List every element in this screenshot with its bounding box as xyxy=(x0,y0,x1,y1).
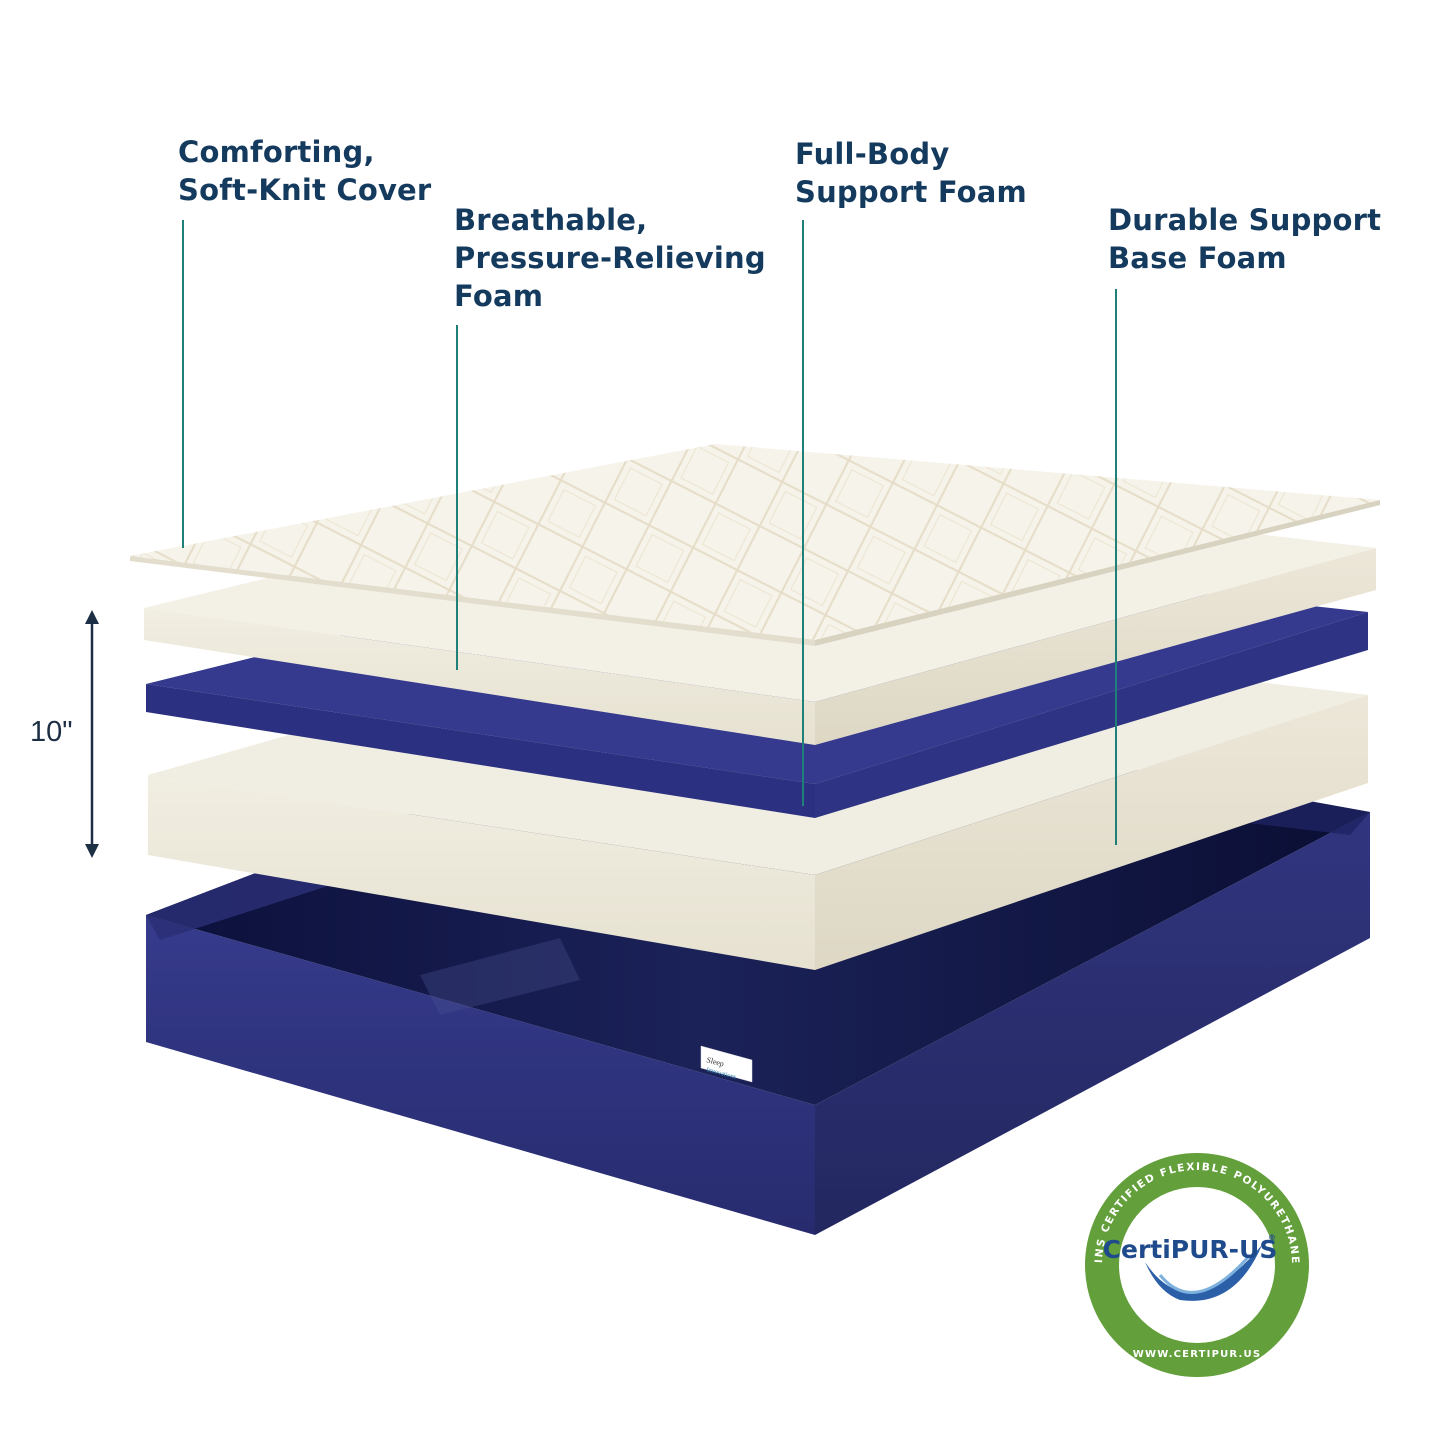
height-dimension-arrow xyxy=(85,610,99,858)
support-foam-front xyxy=(146,684,815,818)
base-cover-inner-highlight xyxy=(420,938,580,1015)
arrow-down-head xyxy=(85,844,99,858)
leader-lines xyxy=(182,220,1117,845)
knit-cover-edge-right xyxy=(815,500,1380,646)
callout-comfort-line2: Pressure-Relieving xyxy=(454,241,766,275)
callout-pressure-relieving-foam: Breathable, Pressure-Relieving Foam xyxy=(454,201,766,315)
comfort-foam-right xyxy=(815,548,1376,745)
height-label: 10" xyxy=(30,716,73,748)
cert-swoosh xyxy=(1145,1245,1262,1301)
cert-brand-name: CertiPUR-US xyxy=(1103,1235,1278,1264)
cert-registered-mark: ® xyxy=(1268,1233,1276,1242)
callout-support-line2: Support Foam xyxy=(795,175,1027,209)
knit-cover-layer xyxy=(130,444,1380,646)
knit-cover-edge xyxy=(130,556,815,646)
callout-base-line2: Base Foam xyxy=(1108,241,1287,275)
callout-soft-knit-cover: Comforting, Soft-Knit Cover xyxy=(178,133,431,209)
support-foam-right xyxy=(815,612,1368,818)
arrow-up-head xyxy=(85,610,99,624)
cert-website: WWW.CERTIPUR.US xyxy=(1133,1349,1262,1360)
base-cover-front xyxy=(146,915,815,1235)
base-foam-right xyxy=(815,695,1368,970)
knit-cover-top xyxy=(130,444,1380,640)
callout-support-line1: Full-Body xyxy=(795,137,950,171)
base-foam-front xyxy=(148,775,815,970)
comfort-foam-front xyxy=(144,608,815,745)
callout-base-line1: Durable Support xyxy=(1108,203,1382,237)
callout-durable-base-foam: Durable Support Base Foam xyxy=(1108,201,1381,277)
base-cover-right xyxy=(815,812,1370,1235)
callout-cover-line2: Soft-Knit Cover xyxy=(178,173,432,207)
callout-comfort-line3: Foam xyxy=(454,279,544,313)
callout-comfort-line1: Breathable, xyxy=(454,203,648,237)
brand-tag-line1: Sleep xyxy=(705,1055,725,1068)
callout-full-body-support-foam: Full-Body Support Foam xyxy=(795,135,1027,211)
callout-cover-line1: Comforting, xyxy=(178,135,375,169)
